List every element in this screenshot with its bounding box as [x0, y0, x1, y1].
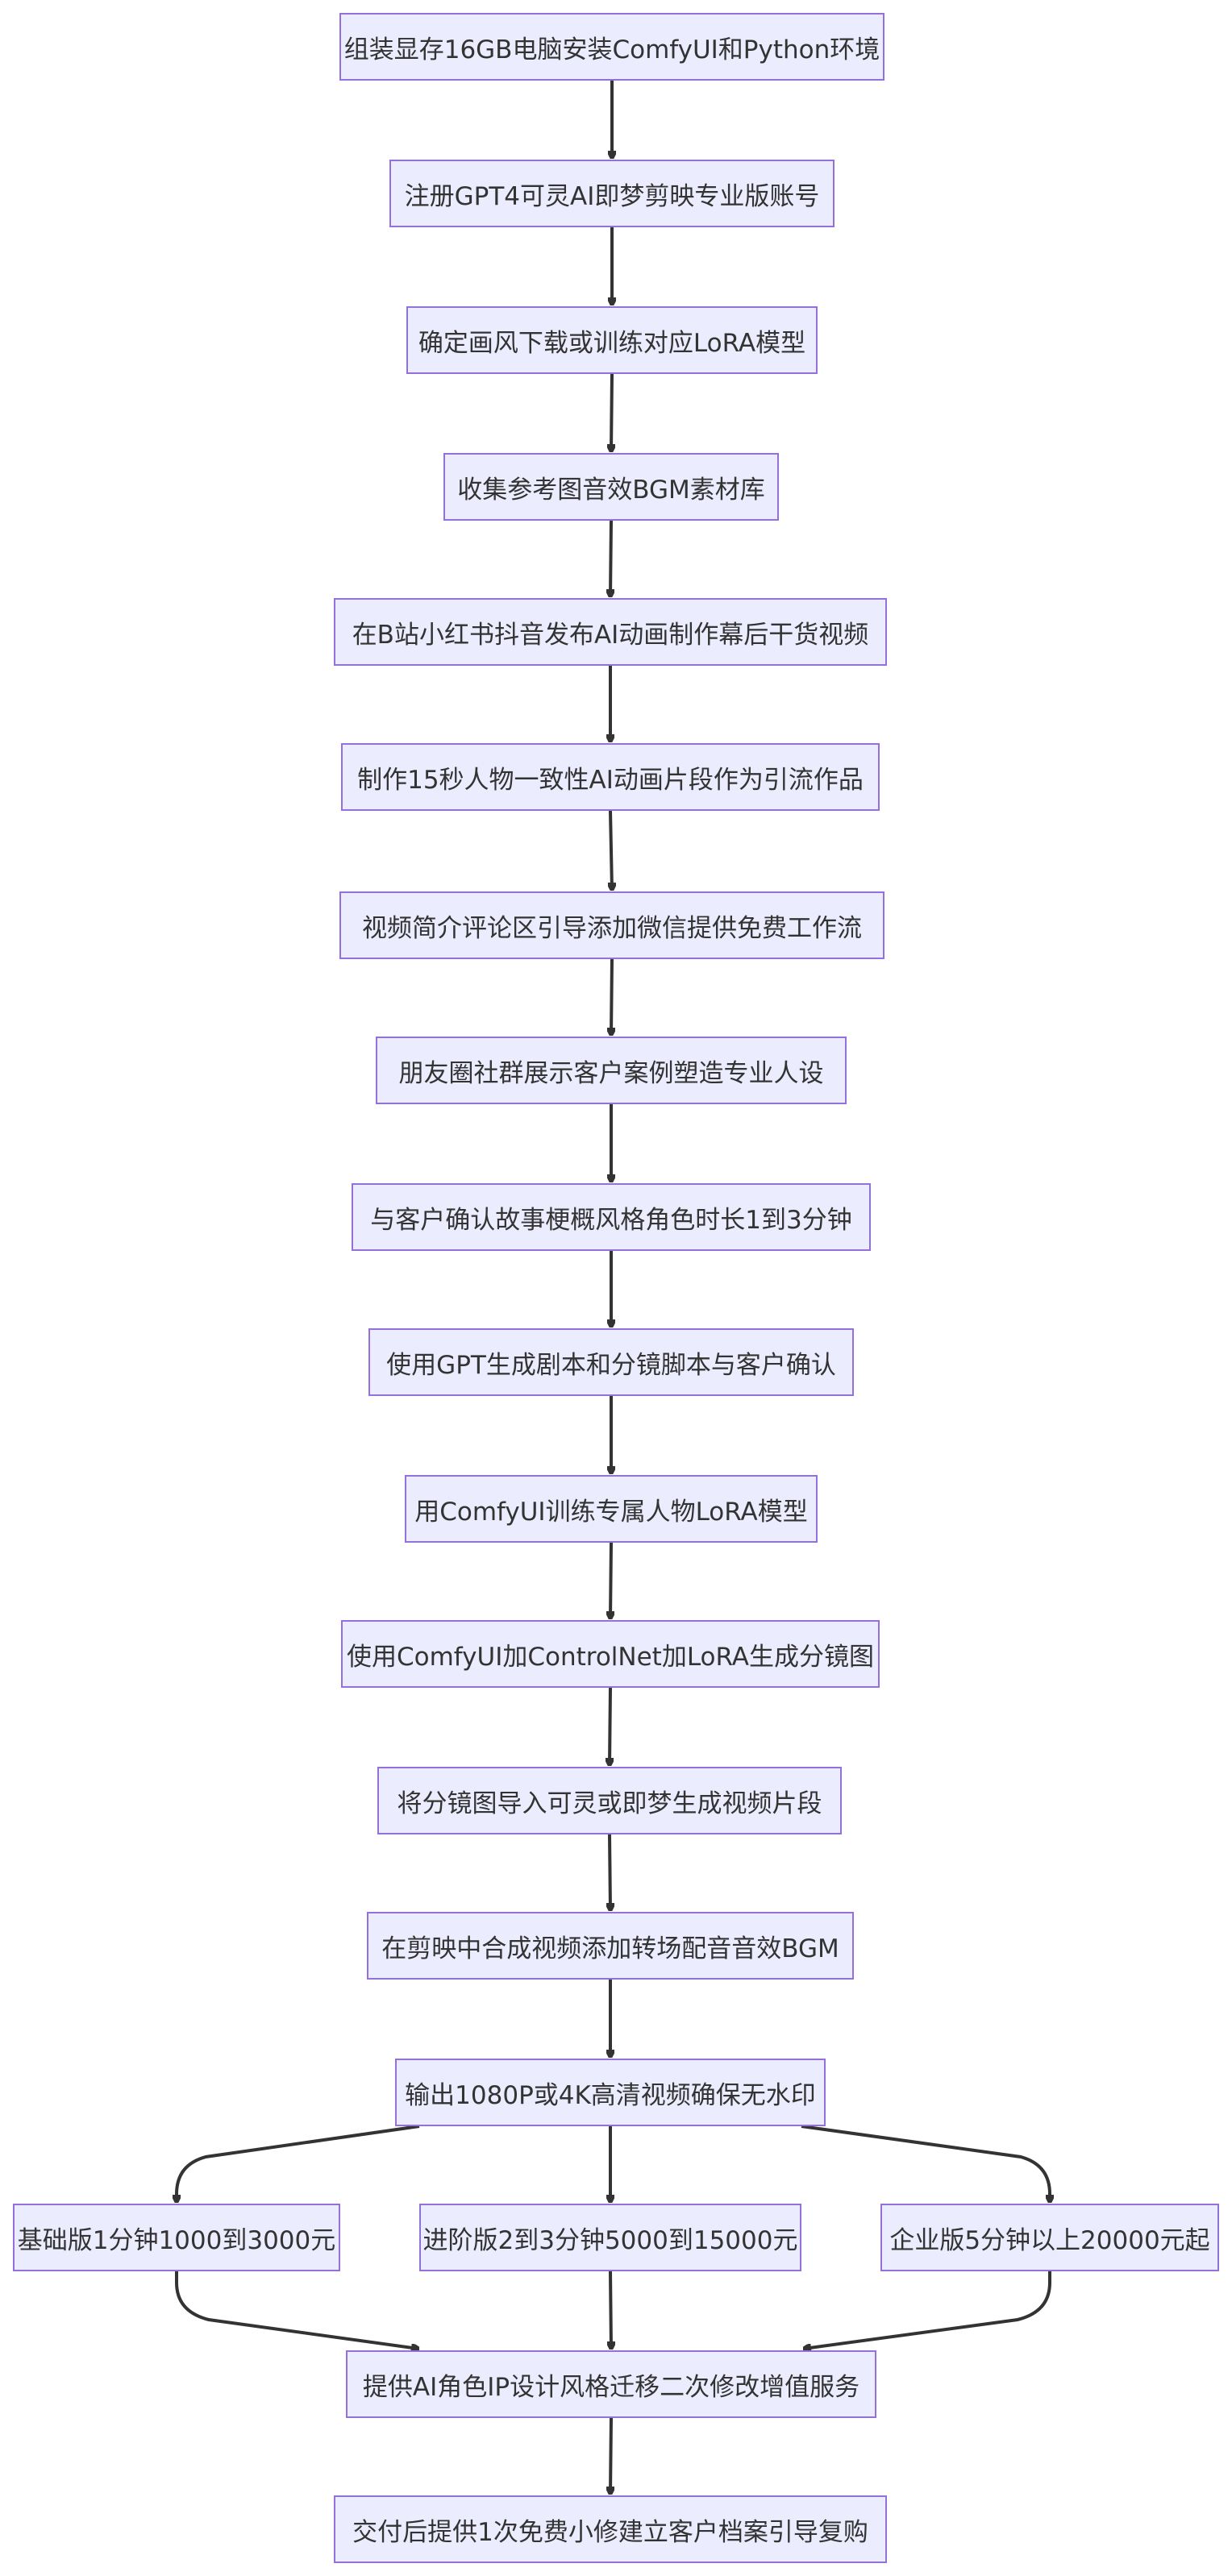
edge-n6-n7: [610, 810, 612, 890]
tier-enterprise: 企业版5分钟以上20000元起: [880, 2204, 1219, 2271]
step-gpt-script: 使用GPT生成剧本和分镜脚本与客户确认: [368, 1328, 854, 1396]
step-make-demo-clip: 制作15秒人物一致性AI动画片段作为引流作品: [341, 743, 880, 811]
step-value-added-services: 提供AI角色IP设计风格迁移二次修改增值服务: [346, 2350, 876, 2418]
step-showcase-cases: 朋友圈社群展示客户案例塑造专业人设: [376, 1037, 847, 1104]
edge-n15-n18: [801, 2125, 1050, 2202]
edge-n16-n19: [175, 2271, 418, 2349]
edge-n15-n16: [177, 2125, 420, 2202]
step-guide-wechat: 视频简介评论区引导添加微信提供免费工作流: [339, 891, 884, 959]
edge-n19-n20: [610, 2417, 611, 2494]
tier-basic: 基础版1分钟1000到3000元: [13, 2204, 340, 2271]
step-confirm-story: 与客户确认故事梗概风格角色时长1到3分钟: [352, 1183, 871, 1251]
edge-n18-n19: [804, 2271, 1051, 2349]
step-generate-storyboard: 使用ComfyUI加ControlNet加LoRA生成分镜图: [341, 1620, 880, 1688]
tier-advanced: 进阶版2到3分钟5000到15000元: [419, 2204, 801, 2271]
step-generate-video-clips: 将分镜图导入可灵或即梦生成视频片段: [377, 1767, 842, 1834]
step-collect-assets: 收集参考图音效BGM素材库: [443, 453, 779, 521]
step-train-character-lora: 用ComfyUI训练专属人物LoRA模型: [405, 1475, 818, 1543]
step-export-hd-video: 输出1080P或4K高清视频确保无水印: [395, 2059, 826, 2126]
step-publish-behind-scenes: 在B站小红书抖音发布AI动画制作幕后干货视频: [334, 598, 887, 666]
step-register-accounts: 注册GPT4可灵AI即梦剪映专业版账号: [389, 160, 835, 227]
step-install-environment: 组装显存16GB电脑安装ComfyUI和Python环境: [339, 13, 884, 81]
edge-n4-n5: [610, 520, 611, 596]
edge-n7-n8: [611, 958, 612, 1035]
edge-n11-n12: [610, 1542, 611, 1618]
edge-n17-n19: [610, 2271, 611, 2349]
step-after-sales: 交付后提供1次免费小修建立客户档案引导复购: [334, 2495, 887, 2563]
step-edit-in-jianying: 在剪映中合成视频添加转场配音音效BGM: [367, 1912, 854, 1980]
step-choose-style-lora: 确定画风下载或训练对应LoRA模型: [406, 306, 818, 374]
edge-n3-n4: [611, 373, 612, 451]
